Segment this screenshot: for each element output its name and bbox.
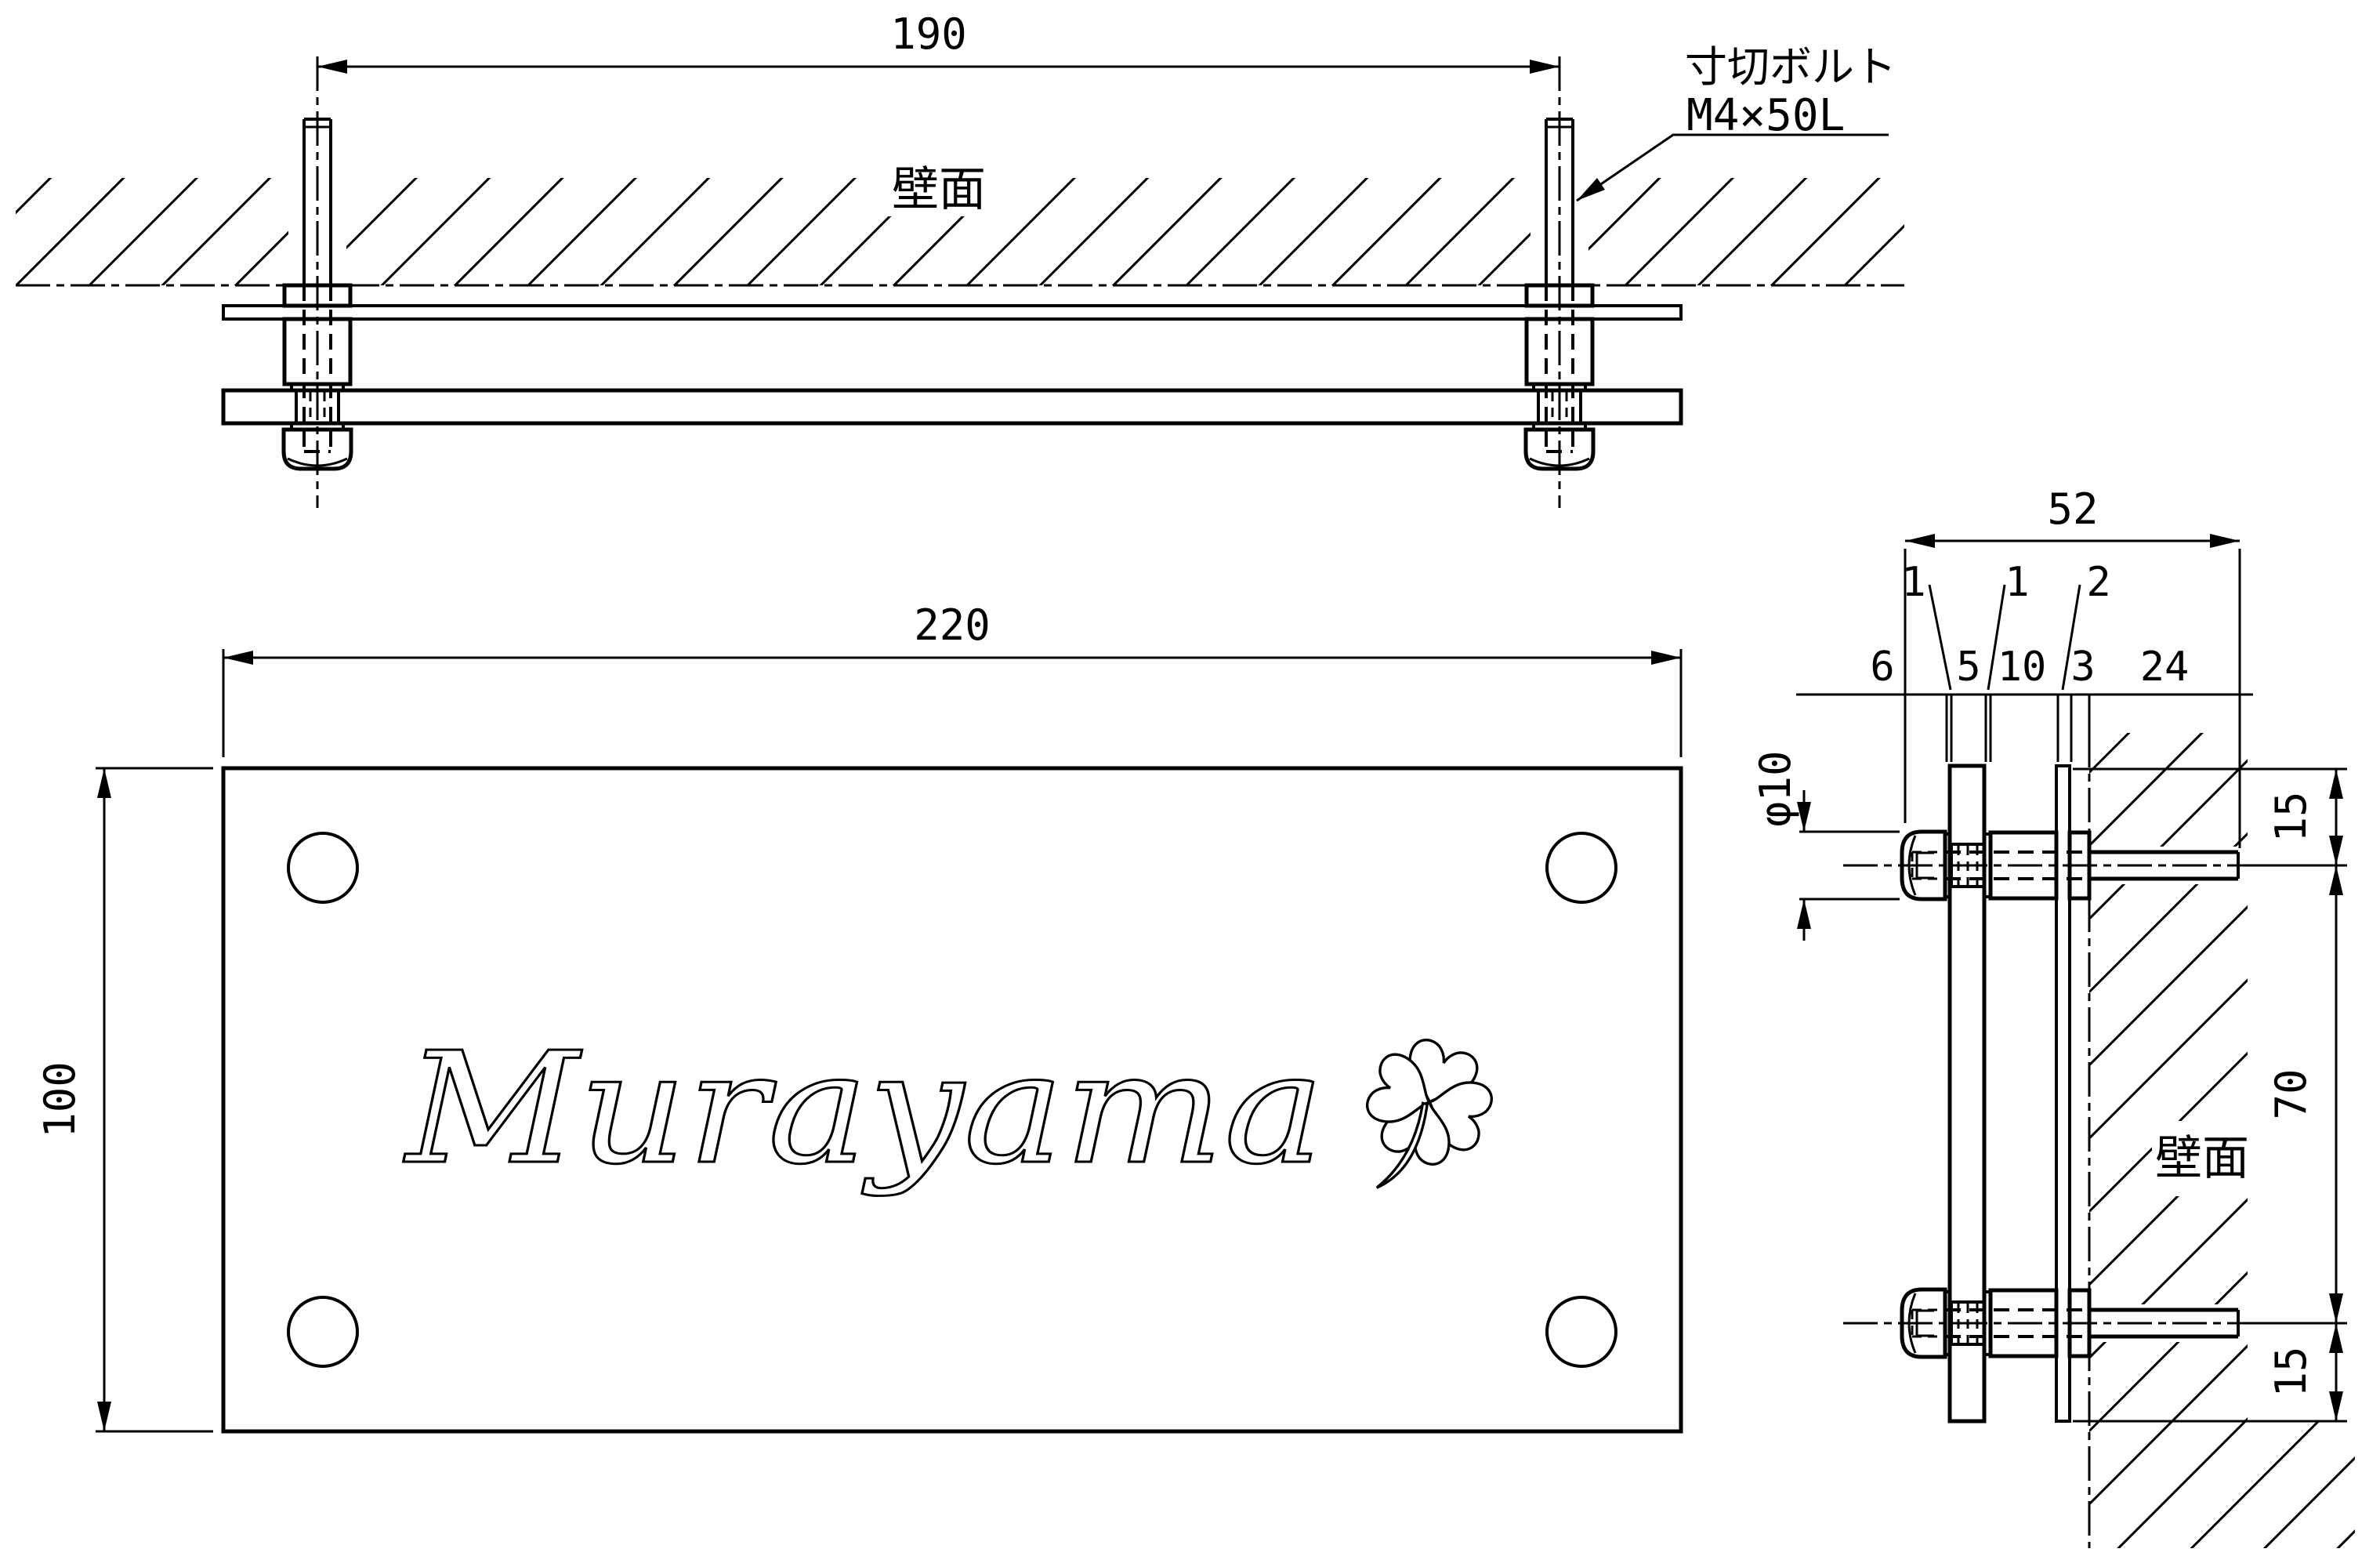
clover-icon [1366,1039,1493,1189]
bolt-spec-line2: M4×50L [1686,90,1845,141]
cap-nut-hole-bottom-right [1545,1296,1617,1368]
cap-nut-hole-bottom-left [287,1296,359,1368]
front-plate-edge [221,388,1683,426]
callout-10: 10 [1998,644,2047,691]
cap-nut [281,427,353,471]
callout-2: 2 [2086,559,2110,606]
cap-nut-hole-top-left [287,832,359,904]
dim-15-top-label: 15 [2266,791,2316,842]
callout-6: 6 [1870,644,1894,691]
dim-190-label: 190 [890,9,967,59]
layer-callouts: 1 1 2 6 5 10 3 24 [1796,559,2253,762]
side-view: 52 1 1 2 6 5 10 3 24 [1751,484,2355,1548]
dim-phi10-label: φ10 [1751,750,1800,827]
wall-label-top: 壁面 [892,162,986,217]
side-bolt-bottom [1843,1287,2347,1359]
dim-100-label: 100 [35,1061,85,1138]
top-view: 190 壁面 寸切ボルト M4×50L [16,9,1904,508]
front-plate-section [1947,763,1987,1424]
name-plate [221,766,1683,1434]
cap-nut [1523,427,1596,471]
wall-hatch-area-side-lower [2089,1421,2355,1548]
callout-3: 3 [2070,644,2095,691]
dimension-phi10: φ10 [1751,750,1900,941]
bolt-spec-line1: 寸切ボルト [1685,42,1896,92]
dim-220-label: 220 [914,600,991,650]
cap-nut-side [1900,1287,1947,1359]
clover-stem [1375,1101,1429,1189]
dimension-190: 190 [317,9,1559,74]
bolt-assembly-right [1523,56,1596,508]
dim-52-label: 52 [2047,484,2098,534]
back-plate-edge [222,304,1683,321]
dimension-100: 100 [35,767,213,1433]
front-view: Murayama 220 100 [35,600,1683,1434]
cap-nut-hole-top-right [1545,832,1617,904]
dimension-220: 220 [222,600,1683,757]
callout-24: 24 [2140,644,2190,691]
callout-1b: 1 [2005,559,2029,606]
callout-5: 5 [1956,644,1980,691]
side-bolt-top [1843,829,2347,901]
callout-1a: 1 [1901,559,1925,606]
back-plate-section [2055,764,2071,1423]
bolt-assembly-left [281,56,353,508]
dim-70-label: 70 [2266,1068,2316,1119]
dimension-52: 52 [1904,484,2241,848]
dim-15-bottom-label: 15 [2266,1346,2316,1397]
bolt-spec-callout: 寸切ボルト M4×50L [1576,42,1896,202]
name-text: Murayama [404,1020,1324,1199]
dimension-right-stack: 15 70 15 [2073,767,2347,1423]
wall-label-side: 壁面 [2155,1131,2249,1186]
cap-nut-side [1900,829,1947,901]
